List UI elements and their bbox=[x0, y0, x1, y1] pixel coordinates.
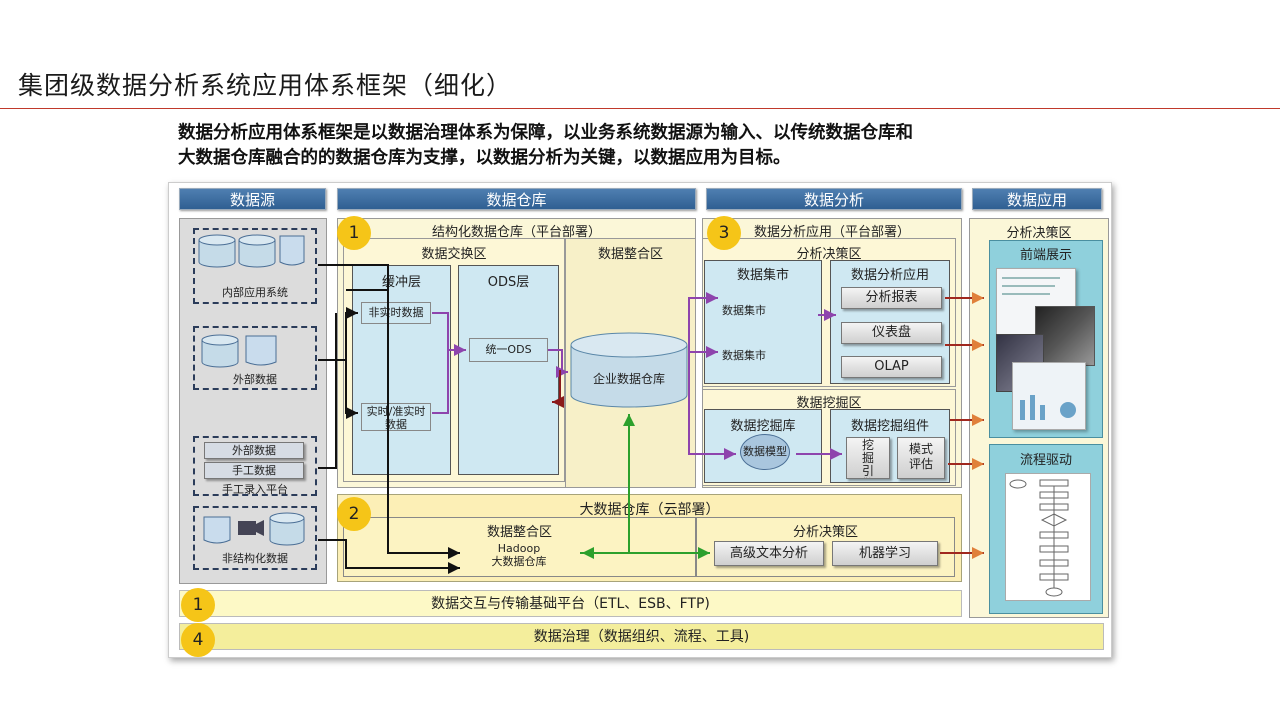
video-camera-icon bbox=[238, 521, 256, 535]
analysis-app-title: 数据分析应用（平台部署） bbox=[753, 225, 910, 240]
unstructured-data-label: 非结构化数据 bbox=[222, 552, 288, 565]
transfer-platform-bar: 数据交互与传输基础平台（ETL、ESB、FTP) bbox=[179, 590, 962, 617]
manual-entry-group: 外部数据 手工数据 手工录入平台 bbox=[193, 436, 317, 496]
realtime-data-line1: 实时/准实时 bbox=[366, 405, 426, 418]
ods-layer-title: ODS层 bbox=[487, 275, 530, 290]
external-data-label: 外部数据 bbox=[233, 373, 277, 386]
governance-bar: 数据治理（数据组织、流程、工具) bbox=[179, 623, 1104, 650]
olap-button[interactable]: OLAP bbox=[841, 356, 942, 378]
title-divider bbox=[0, 108, 1280, 109]
unified-ods-box: 统一ODS bbox=[469, 338, 548, 362]
analysis-report-button[interactable]: 分析报表 bbox=[841, 287, 942, 309]
hadoop-label: Hadoop 大数据仓库 bbox=[461, 542, 577, 568]
intro-text: 数据分析应用体系框架是以数据治理体系为保障，以业务系统数据源为输入、以传统数据仓… bbox=[178, 121, 1098, 171]
mining-lib-title: 数据挖掘库 bbox=[730, 419, 796, 434]
video-thumbnail bbox=[1035, 306, 1095, 366]
bigdata-integration-zone bbox=[343, 517, 696, 577]
enterprise-dw-label: 企业数据仓库 bbox=[592, 372, 665, 386]
realtime-data-box: 实时/准实时 数据 bbox=[361, 403, 431, 431]
external-doc-icon bbox=[245, 335, 277, 366]
frontend-title: 前端展示 bbox=[1019, 248, 1072, 263]
header-analysis: 数据分析 bbox=[706, 188, 962, 210]
machine-learning-button[interactable]: 机器学习 bbox=[832, 541, 938, 566]
internal-systems-label: 内部应用系统 bbox=[222, 286, 288, 299]
mining-comp-title: 数据挖掘组件 bbox=[850, 419, 929, 434]
internal-systems-group: 内部应用系统 bbox=[193, 228, 317, 304]
unstructured-data-group: 非结构化数据 bbox=[193, 506, 317, 570]
header-application: 数据应用 bbox=[972, 188, 1102, 210]
analysis-app-box-title: 数据分析应用 bbox=[850, 268, 929, 283]
badge-1-structured: 1 bbox=[337, 216, 371, 250]
mining-engine-button[interactable]: 挖掘引擎 bbox=[846, 437, 890, 479]
header-warehouse: 数据仓库 bbox=[337, 188, 696, 210]
enterprise-dw-cylinder bbox=[570, 332, 688, 408]
process-title: 流程驱动 bbox=[1019, 453, 1072, 468]
page-title: 集团级数据分析系统应用体系框架（细化） bbox=[18, 71, 513, 100]
manual-data-button[interactable]: 手工数据 bbox=[204, 462, 304, 479]
app-decision-zone-title: 分析决策区 bbox=[1006, 226, 1072, 241]
unstructured-doc-icon bbox=[203, 516, 231, 544]
intro-line-1: 数据分析应用体系框架是以数据治理体系为保障，以业务系统数据源为输入、以传统数据仓… bbox=[178, 123, 913, 143]
buffer-layer-title: 缓冲层 bbox=[381, 275, 421, 290]
external-db bbox=[201, 334, 239, 368]
bigdata-decision-title: 分析决策区 bbox=[792, 525, 858, 540]
integration-zone-title: 数据整合区 bbox=[597, 247, 663, 262]
bigdata-warehouse-title: 大数据仓库（云部署） bbox=[579, 502, 720, 518]
intro-line-2: 大数据仓库融合的的数据仓库为支撑，以数据分析为关键，以数据应用为目标。 bbox=[178, 148, 791, 168]
data-mart-title: 数据集市 bbox=[736, 268, 789, 283]
dashboard-button[interactable]: 仪表盘 bbox=[841, 322, 942, 344]
badge-2-bigdata: 2 bbox=[337, 497, 371, 531]
mart-1-label: 数据集市 bbox=[722, 304, 766, 317]
badge-3-analysis: 3 bbox=[707, 216, 741, 250]
model-eval-line2: 评估 bbox=[908, 457, 933, 471]
ods-layer bbox=[458, 265, 559, 475]
badge-1-platform: 1 bbox=[181, 588, 215, 622]
external-data-group: 外部数据 bbox=[193, 326, 317, 390]
internal-db-2 bbox=[238, 234, 276, 268]
internal-doc-icon bbox=[279, 235, 305, 266]
exchange-zone-title: 数据交换区 bbox=[421, 247, 487, 262]
unstructured-db bbox=[269, 512, 305, 546]
realtime-data-line2: 数据 bbox=[385, 418, 407, 431]
hadoop-line1: Hadoop bbox=[497, 542, 541, 555]
internal-db-1 bbox=[198, 234, 236, 268]
decision-zone-title: 分析决策区 bbox=[796, 247, 862, 262]
manual-external-data-button[interactable]: 外部数据 bbox=[204, 442, 304, 459]
manual-entry-label: 手工录入平台 bbox=[222, 483, 288, 496]
data-model-bubble: 数据模型 bbox=[740, 434, 790, 470]
bigdata-integration-title: 数据整合区 bbox=[486, 525, 552, 540]
data-mart-box bbox=[704, 260, 822, 384]
text-analysis-button[interactable]: 高级文本分析 bbox=[714, 541, 824, 566]
header-source: 数据源 bbox=[179, 188, 326, 210]
badge-4-governance: 4 bbox=[181, 623, 215, 657]
model-eval-line1: 模式 bbox=[908, 442, 933, 456]
structured-warehouse-title: 结构化数据仓库（平台部署） bbox=[431, 225, 601, 240]
mart-2-label: 数据集市 bbox=[722, 349, 766, 362]
model-eval-button[interactable]: 模式 评估 bbox=[897, 437, 945, 479]
non-realtime-data-box: 非实时数据 bbox=[361, 302, 431, 324]
buffer-layer bbox=[352, 265, 451, 475]
mining-zone-title: 数据挖掘区 bbox=[796, 396, 862, 411]
hadoop-line2: 大数据仓库 bbox=[491, 555, 547, 568]
